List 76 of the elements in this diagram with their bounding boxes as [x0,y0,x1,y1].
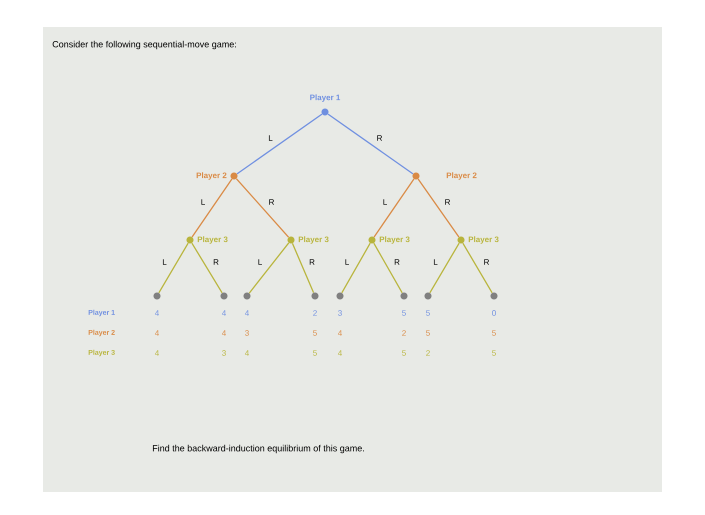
payoff: 3 [245,330,249,336]
tree-node [154,292,160,300]
tree-branch [158,242,189,294]
payoff: 4 [154,350,159,356]
edge-label: L [258,259,262,265]
tree-branch [328,114,414,174]
payoff: 4 [338,330,342,336]
edge-label: R [394,259,400,265]
edge-label: R [269,199,274,205]
payoff: 3 [338,310,342,316]
payoff: 0 [492,310,496,316]
payoff: 2 [426,350,430,356]
payoff: 2 [402,330,406,336]
tree-branch [191,242,223,294]
tree-branch [429,242,460,294]
tree-node [412,172,420,180]
tree-branch [418,178,460,238]
edge-label: R [214,259,219,265]
tree-branch [192,178,232,238]
payoff: 4 [338,350,342,356]
tree-node [400,292,408,300]
edge-label: R [310,259,315,265]
tree-node [458,236,464,244]
edge-label: R [377,135,382,141]
tree-node [368,236,376,244]
payoff: 3 [222,350,226,356]
payoff: 5 [492,350,496,356]
player-label: Player 3 [468,236,499,244]
player-label: Player 2 [446,172,477,180]
payoff: 5 [313,330,317,336]
payoff: 5 [426,330,430,336]
tree-node [288,236,294,244]
edge-label: L [162,259,166,265]
tree-node [490,292,498,300]
edge-label: L [434,259,438,265]
payoff: 2 [313,310,317,316]
tree-branch [292,243,314,293]
payoff: 4 [222,310,226,316]
tree-branch [462,242,493,294]
payoff: 4 [244,350,249,356]
tree-node [230,172,238,180]
payoff: 4 [244,310,249,316]
tree-node [220,292,228,300]
payoff: 5 [402,310,406,316]
payoff: 4 [222,330,226,336]
tree-node [186,236,194,244]
edge-label: L [268,135,272,141]
tree-node [322,108,328,116]
tree-node [336,292,344,300]
tree-branch [236,178,290,238]
edge-label: L [201,199,205,205]
tree-branch [374,178,414,238]
payoff: 5 [426,310,430,316]
player-label: Player 3 [298,236,329,244]
tree-node [244,292,250,300]
payoff: 5 [492,330,496,336]
player-label: Player 3 [198,236,228,244]
payoff: 4 [154,310,159,316]
tree-branch [341,242,371,294]
payoff: 5 [402,350,406,356]
player-label: Player 1 [310,94,340,102]
payoff: 4 [154,330,159,336]
edge-label: R [445,199,450,205]
title: Consider the following sequential-move game: [52,40,236,50]
edge-label: R [484,259,490,265]
tree-branch [373,242,403,294]
tree-branch [248,242,290,294]
caption: Find the backward-induction equilibrium of this game. [152,444,364,454]
player-label: Player 2 [196,172,226,180]
edge-label: L [383,199,387,205]
edge-label: L [345,259,349,265]
player-label: Player 3 [380,236,410,244]
payoff: 5 [313,350,317,356]
tree-node [424,292,432,300]
tree-branch [236,114,322,174]
tree-node [312,292,318,300]
